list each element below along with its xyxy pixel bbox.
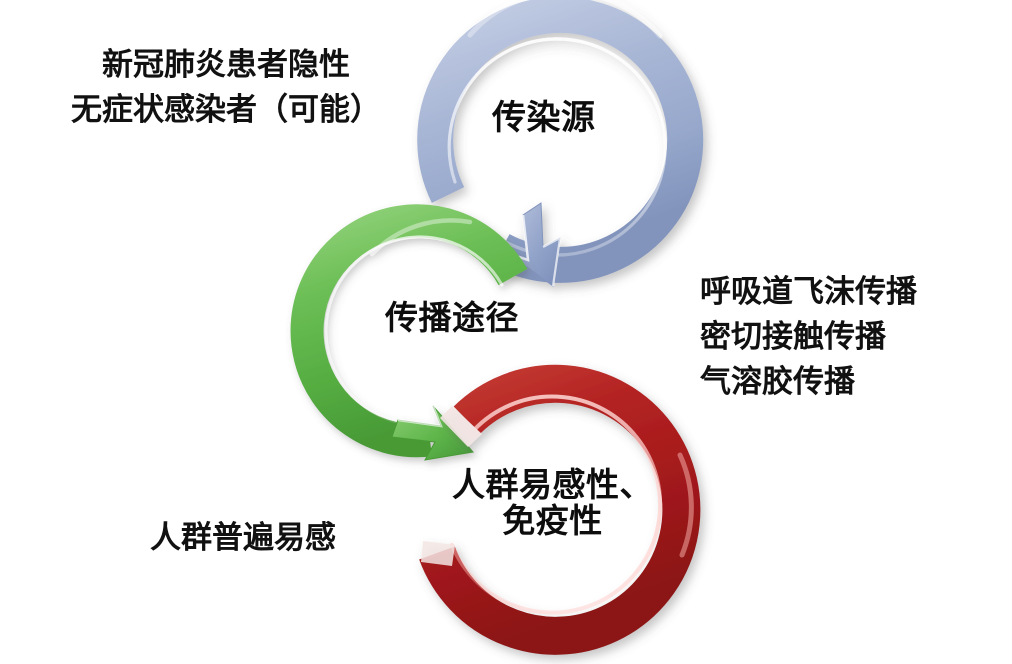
ring-host-sheen bbox=[677, 452, 694, 558]
ring-source-sheen bbox=[467, 0, 663, 39]
ring-label-host-line1: 人群易感性、 bbox=[452, 465, 653, 504]
ring-route bbox=[290, 204, 528, 461]
ring-host bbox=[419, 364, 701, 655]
annotation-top-left-line1: 新冠肺炎患者隐性 bbox=[102, 47, 350, 83]
ring-route-highlight bbox=[324, 235, 504, 427]
ring-source-highlight bbox=[447, 37, 667, 257]
annotation-top-left-line2: 无症状感染者（可能） bbox=[71, 91, 381, 128]
ring-label-host: 人群易感性、 免疫性 bbox=[452, 467, 653, 538]
ring-host-inner-highlight bbox=[450, 394, 663, 615]
annotation-right-line2: 密切接触传播 bbox=[700, 318, 886, 355]
ring-host-gap-end-bottom bbox=[421, 541, 455, 566]
annotation-bottom-left: 人群普遍易感 bbox=[150, 516, 336, 561]
annotation-bottom-left-line1: 人群普遍易感 bbox=[150, 520, 336, 556]
ring-label-source: 传染源 bbox=[492, 98, 596, 138]
ring-host-gap-end-top bbox=[440, 406, 482, 447]
ring-source-arrow-highlight2 bbox=[542, 236, 562, 287]
ring-label-route: 传播途径 bbox=[385, 298, 519, 337]
ring-label-host-line2: 免疫性 bbox=[502, 500, 603, 540]
annotation-right-line1: 呼吸道飞沫传播 bbox=[700, 274, 917, 310]
ring-route-arc bbox=[290, 204, 528, 458]
annotation-top-left: 新冠肺炎患者隐性 无症状感染者（可能） bbox=[50, 43, 402, 133]
ring-source-arc bbox=[417, 0, 704, 283]
ring-host-arc bbox=[419, 364, 701, 655]
ring-route-arrow-highlight bbox=[397, 405, 443, 428]
annotation-right-line3: 气溶胶传播 bbox=[700, 363, 855, 400]
annotation-right: 呼吸道飞沫传播 密切接触传播 气溶胶传播 bbox=[700, 270, 917, 405]
ring-route-sheen bbox=[369, 218, 473, 257]
